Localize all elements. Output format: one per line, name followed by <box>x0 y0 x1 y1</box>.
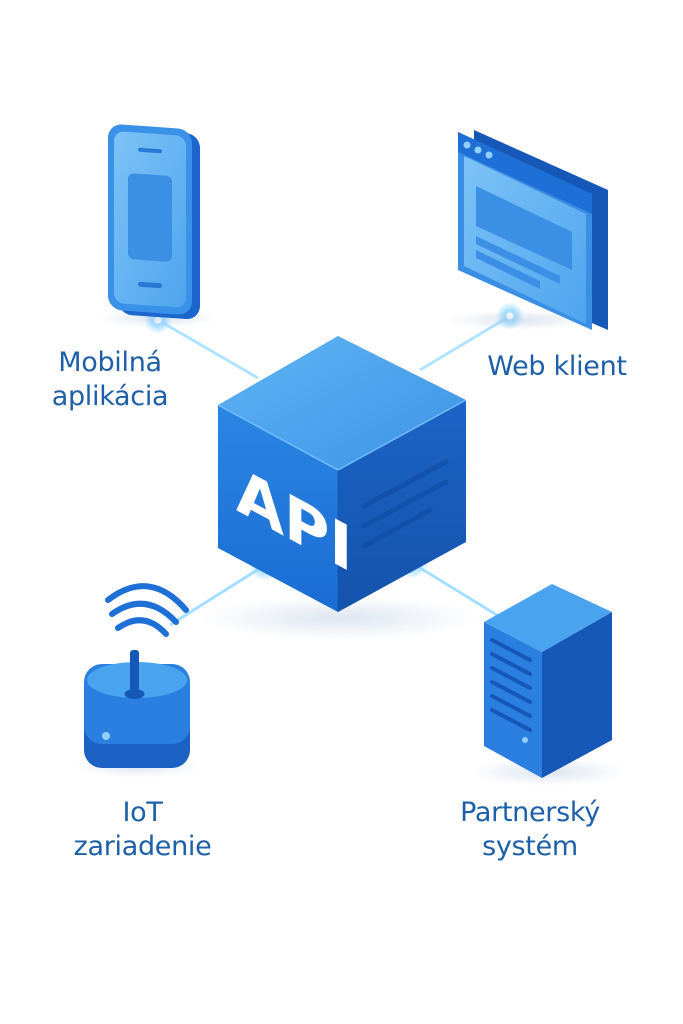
connector-mobile <box>157 318 259 380</box>
node-label-web: Web klient <box>462 350 652 384</box>
node-label-web-line1: Web klient <box>487 351 627 382</box>
node-label-mobile-line1: Mobilná <box>58 347 162 378</box>
iot-device-icon <box>73 583 203 778</box>
node-label-mobile: Mobilná aplikácia <box>20 346 200 414</box>
node-label-iot-line2: zariadenie <box>73 831 212 862</box>
node-label-partner: Partnerský systém <box>440 796 620 864</box>
mobile-phone-icon <box>98 124 218 328</box>
connector-partner <box>411 561 506 622</box>
api-cube: API <box>200 336 480 640</box>
web-browser-icon <box>445 130 608 330</box>
node-label-partner-line1: Partnerský <box>460 797 600 828</box>
node-label-iot-line1: IoT <box>122 797 163 828</box>
node-label-iot: IoT zariadenie <box>50 796 235 864</box>
node-label-partner-line2: systém <box>482 831 578 862</box>
server-icon <box>468 584 628 786</box>
node-label-mobile-line2: aplikácia <box>51 381 169 412</box>
connector-iot <box>169 563 266 627</box>
